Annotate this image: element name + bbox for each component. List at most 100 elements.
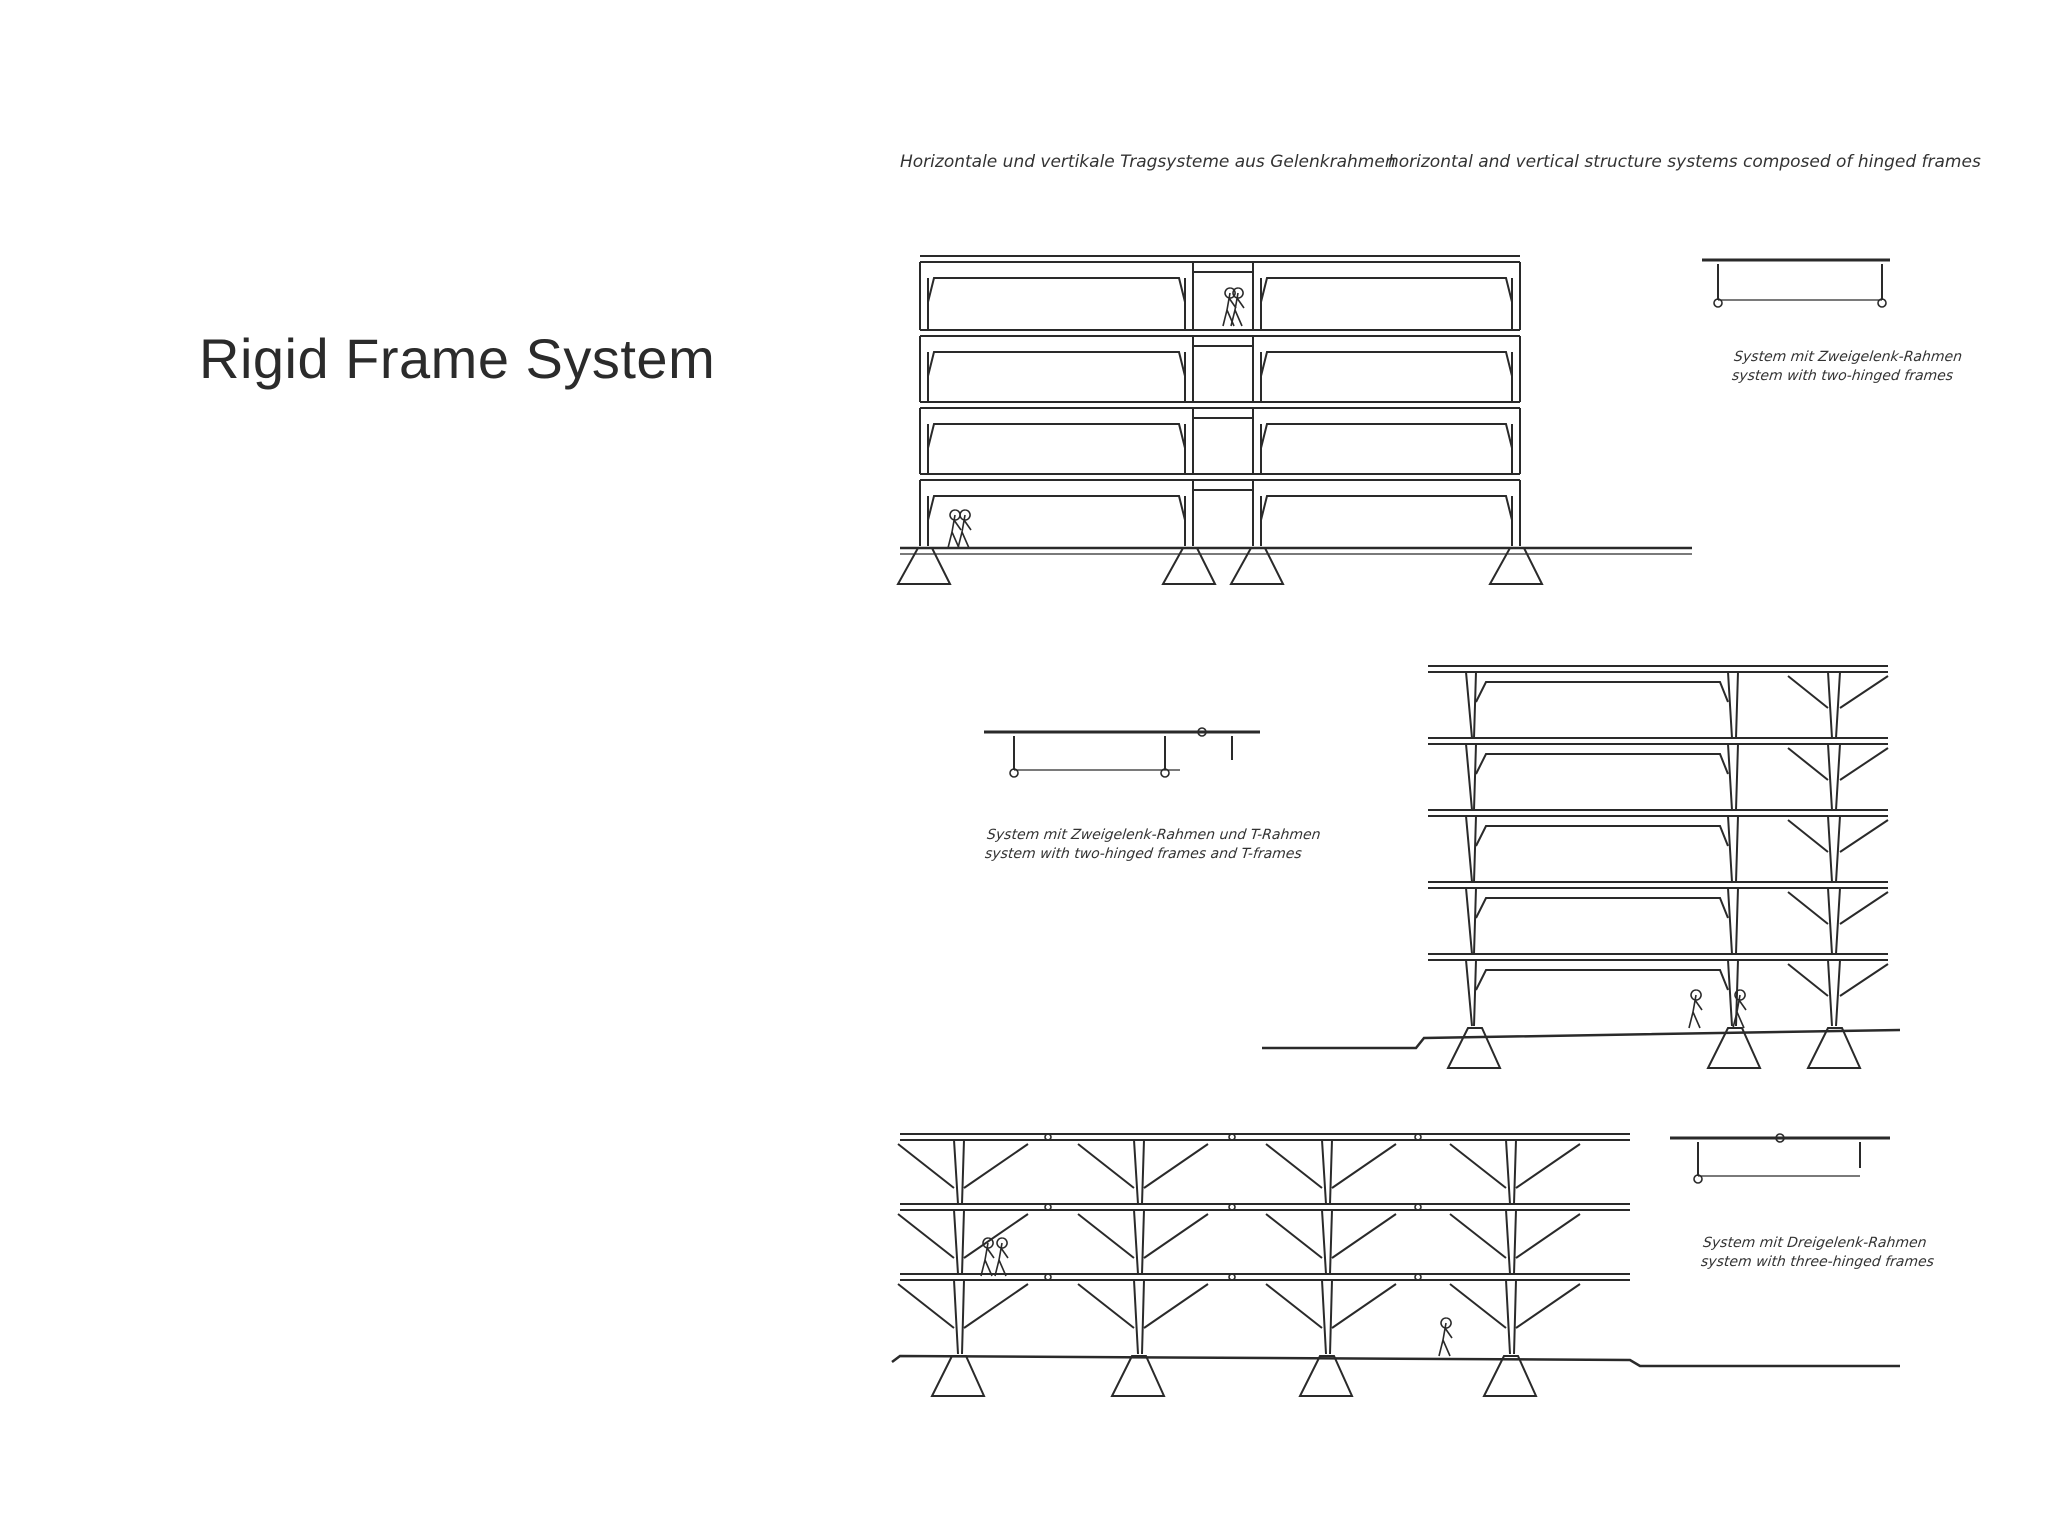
frame-haunch	[1449, 1143, 1581, 1189]
column	[953, 1139, 965, 1205]
frame-haunch	[1449, 1213, 1581, 1259]
column	[1133, 1209, 1145, 1275]
person-figure	[1222, 287, 1237, 327]
person-figure	[994, 1237, 1009, 1277]
diagram-plate: Horizontale und vertikale Tragsysteme au…	[860, 120, 1981, 1440]
column	[1727, 743, 1739, 811]
tee-frame-arm	[1787, 963, 1889, 997]
hinge-circle	[1775, 1133, 1785, 1143]
column	[953, 1209, 965, 1275]
column	[1827, 671, 1841, 739]
crown-hinge	[1044, 1133, 1052, 1141]
system-3-label-en: system with three-hinged frames	[1700, 1254, 1935, 1270]
frame-haunch	[927, 423, 1186, 449]
ground-line	[1262, 1028, 1901, 1050]
column	[1465, 815, 1477, 883]
system-2-label-de: System mit Zweigelenk-Rahmen und T-Rahme…	[986, 827, 1322, 843]
column	[1505, 1279, 1517, 1355]
frame-haunch	[927, 495, 1186, 521]
column	[1465, 671, 1477, 739]
hinge-circle	[1877, 298, 1887, 308]
frame-haunch	[1475, 753, 1729, 775]
system-2-caption: System mit Zweigelenk-Rahmen und T-Rahme…	[984, 826, 1321, 864]
column	[1133, 1279, 1145, 1355]
frame-haunch	[1260, 423, 1513, 449]
frame-haunch	[1475, 681, 1729, 703]
column	[1727, 887, 1739, 955]
column	[1827, 887, 1841, 955]
footing	[1446, 1027, 1502, 1069]
hinge-circle	[1693, 1174, 1703, 1184]
frame-haunch	[1077, 1283, 1209, 1329]
column	[1133, 1139, 1145, 1205]
tee-frame-arm	[1787, 747, 1889, 781]
frame-haunch	[1265, 1143, 1397, 1189]
column	[1727, 671, 1739, 739]
crown-hinge	[1228, 1273, 1236, 1281]
frame-haunch	[1475, 897, 1729, 919]
system-1-label-de: System mit Zweigelenk-Rahmen	[1733, 349, 1963, 365]
column	[1321, 1139, 1333, 1205]
frame-haunch	[1475, 969, 1729, 991]
heading-german: Horizontale und vertikale Tragsysteme au…	[900, 152, 1396, 172]
crown-hinge	[1414, 1203, 1422, 1211]
column	[1465, 743, 1477, 811]
hinge-circle	[1009, 768, 1019, 778]
crown-hinge	[1414, 1133, 1422, 1141]
column	[1505, 1209, 1517, 1275]
footing	[1706, 1027, 1762, 1069]
column	[1465, 887, 1477, 955]
frame-haunch	[1449, 1283, 1581, 1329]
person-figure	[1230, 287, 1245, 327]
column	[1827, 815, 1841, 883]
column	[1727, 815, 1739, 883]
system-3-label-de: System mit Dreigelenk-Rahmen	[1702, 1235, 1928, 1251]
frame-haunch	[1265, 1213, 1397, 1259]
footing	[1298, 1355, 1354, 1397]
column	[953, 1279, 965, 1355]
tee-frame-arm	[1787, 675, 1889, 709]
footing	[1482, 1355, 1538, 1397]
footing	[930, 1355, 986, 1397]
crown-hinge	[1228, 1203, 1236, 1211]
frame-haunch	[897, 1283, 1029, 1329]
system-1-caption: System mit Zweigelenk-Rahmen system with…	[1731, 348, 1963, 386]
hinge-circle	[1713, 298, 1723, 308]
person-figure	[980, 1237, 995, 1277]
frame-haunch	[1475, 825, 1729, 847]
frame-haunch	[927, 277, 1186, 303]
crown-hinge	[1044, 1273, 1052, 1281]
column	[1321, 1279, 1333, 1355]
frame-haunch	[1077, 1143, 1209, 1189]
system-3-caption: System mit Dreigelenk-Rahmen system with…	[1700, 1234, 1937, 1272]
frame-haunch	[927, 351, 1186, 377]
slide-title: Rigid Frame System	[199, 327, 716, 390]
tee-frame-arm	[1787, 819, 1889, 853]
frame-drawings	[891, 255, 1901, 1397]
crown-hinge	[1044, 1203, 1052, 1211]
frame-haunch	[1260, 277, 1513, 303]
frame-haunch	[1260, 351, 1513, 377]
footing	[1806, 1027, 1862, 1069]
system-1-label-en: system with two-hinged frames	[1731, 368, 1954, 384]
frame-haunch	[1265, 1283, 1397, 1329]
person-figure	[947, 509, 962, 549]
hinge-circle	[1160, 768, 1170, 778]
frame-haunch	[1077, 1213, 1209, 1259]
heading-english: horizontal and vertical structure system…	[1388, 152, 1981, 172]
ground-line	[891, 1354, 1900, 1368]
column	[1505, 1139, 1517, 1205]
frame-haunch	[897, 1213, 1029, 1259]
crown-hinge	[1414, 1273, 1422, 1281]
tee-frame-arm	[1787, 891, 1889, 925]
system-2-label-en: system with two-hinged frames and T-fram…	[984, 846, 1303, 862]
person-figure	[1732, 989, 1747, 1029]
frame-haunch	[1260, 495, 1513, 521]
hinge-circle	[1197, 727, 1207, 737]
crown-hinge	[1228, 1133, 1236, 1141]
person-figure	[957, 509, 972, 549]
frame-haunch	[897, 1143, 1029, 1189]
person-figure	[1438, 1317, 1453, 1357]
column	[1827, 743, 1841, 811]
column	[1321, 1209, 1333, 1275]
